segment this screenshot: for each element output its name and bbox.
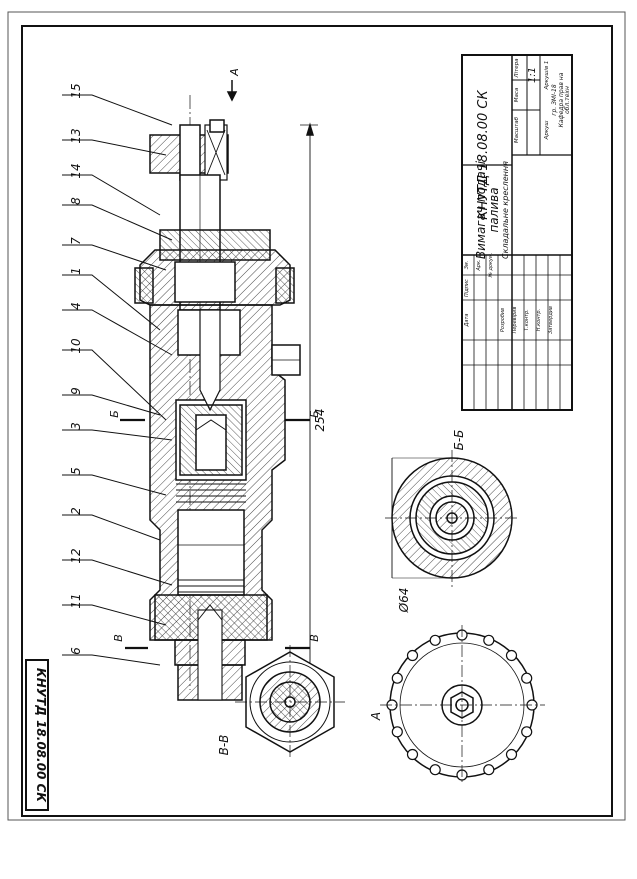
view-a-arrow-label: A — [228, 68, 241, 77]
signature-label: Арк. — [476, 259, 482, 271]
wheel-lug — [406, 649, 419, 662]
leader-line — [62, 139, 167, 156]
part-number-2: 2 — [69, 507, 83, 515]
col-mass: Маса — [514, 87, 520, 102]
part-number-10: 10 — [69, 338, 83, 354]
part-number-14: 14 — [69, 163, 83, 178]
title-line-2: палива — [487, 187, 501, 232]
leader-line — [62, 244, 167, 271]
signature-label: Зм. — [464, 261, 470, 270]
title-block: КНУТД 18.08.00 СК Вимагач подачі палива … — [461, 54, 573, 411]
section-bb — [385, 450, 520, 590]
signature-label: Розробив — [500, 308, 506, 332]
leader-line — [62, 204, 173, 241]
part-number-7: 7 — [69, 237, 83, 245]
part-number-15: 15 — [69, 83, 83, 98]
col-sheet: Аркуш — [544, 121, 550, 141]
signature-label: Т.контр. — [524, 309, 530, 331]
leader-line — [62, 429, 173, 441]
view-a — [380, 625, 545, 785]
wheel-lug — [406, 748, 419, 761]
section-mark-v-left: В — [112, 634, 125, 642]
title-block-code: КНУТД 18.08.00 СК — [476, 89, 491, 219]
section-vv — [235, 645, 345, 760]
signature-label: Підпис — [464, 279, 470, 297]
section-mark-b-right: Б — [308, 410, 321, 418]
part-number-13: 13 — [69, 128, 83, 143]
part-number-3: 3 — [69, 422, 83, 430]
leader-line — [62, 654, 161, 666]
section-bb-title: Б-Б — [452, 430, 466, 451]
part-number-11: 11 — [69, 593, 83, 608]
section-mark-v-right: В — [308, 634, 321, 642]
col-scale: Масштаб — [514, 116, 520, 143]
view-a-title: A — [369, 712, 383, 721]
section-mark-b-left: Б — [108, 410, 121, 418]
signature-label: Н.контр. — [536, 309, 542, 331]
main-assembly — [62, 80, 318, 703]
drawing-frame — [21, 25, 613, 817]
outer-frame — [7, 11, 626, 821]
wheel-lug — [483, 764, 495, 776]
leader-line — [62, 94, 173, 126]
wheel-lug — [505, 649, 518, 662]
org-line-3: обл.техн — [564, 86, 571, 114]
leader-line — [62, 514, 161, 541]
part-number-8: 8 — [69, 197, 83, 205]
signature-label: Затвердив — [548, 306, 554, 334]
part-number-labels: 6 11 12 2 5 3 9 10 4 1 7 8 14 13 15 — [69, 83, 83, 654]
title-line-1: Вимагач подачі — [474, 160, 488, 259]
side-stamp — [25, 659, 49, 811]
part-number-6: 6 — [69, 647, 83, 655]
leader-line — [62, 604, 167, 626]
part-number-1: 1 — [69, 267, 83, 275]
section-vv-title: В-В — [217, 735, 231, 756]
part-number-12: 12 — [69, 548, 83, 563]
wheel-lug — [429, 764, 441, 776]
dimension-length: 254 — [313, 409, 327, 432]
leader-line — [62, 349, 167, 421]
wheel-lug — [483, 634, 495, 646]
leader-line — [62, 309, 173, 356]
sheet-info: Аркушів 1 — [544, 61, 550, 91]
org-line-2: Кафедра прав на — [558, 72, 565, 127]
part-number-4: 4 — [69, 302, 83, 310]
wheel-lug — [521, 672, 533, 684]
org-line-1: гр. ЗМІ-18 — [551, 84, 558, 116]
title-subtitle: Складальне креслення — [501, 161, 510, 259]
wheel-lug — [505, 748, 518, 761]
wheel-lug — [391, 726, 403, 738]
signature-label: № докум. — [488, 253, 494, 279]
filter-coil — [178, 579, 244, 593]
signature-label: Перевірив — [512, 307, 518, 334]
signature-label: Дата — [464, 314, 470, 328]
leader-line — [62, 559, 173, 586]
wheel-lug — [391, 672, 403, 684]
leader-line — [62, 274, 161, 331]
leader-line — [62, 394, 161, 416]
scale-value: 1:1 — [527, 67, 538, 83]
dimension-diameter: Ø64 — [397, 588, 411, 614]
spring-coil — [176, 483, 246, 503]
wheel-lug — [429, 634, 441, 646]
col-lit: Літера — [514, 58, 520, 79]
leader-line — [62, 174, 161, 216]
leader-line — [62, 474, 167, 496]
part-number-5: 5 — [69, 467, 83, 475]
wheel-lug — [521, 726, 533, 738]
part-number-9: 9 — [69, 387, 83, 395]
side-stamp-code: КНУТД 18.08.00 СК — [34, 668, 48, 803]
